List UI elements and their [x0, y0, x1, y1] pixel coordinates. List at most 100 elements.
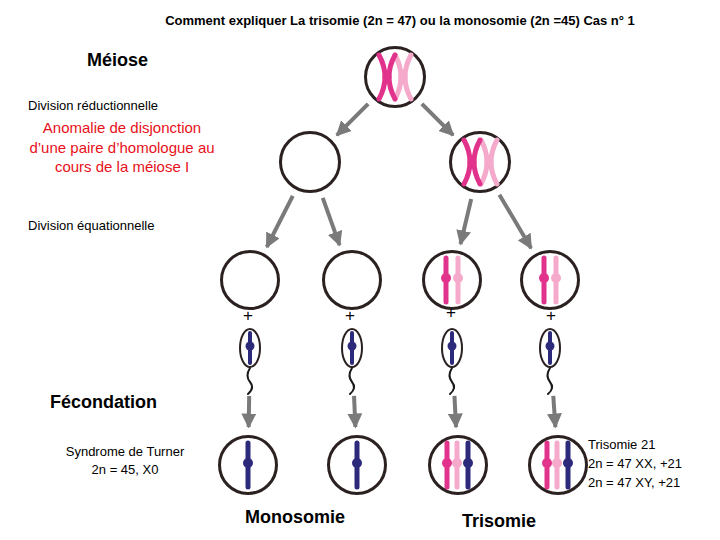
chromatid [555, 443, 560, 487]
cell-membrane [222, 252, 279, 309]
chromatid [355, 443, 360, 487]
chromatid [548, 333, 552, 363]
arrow-connector [337, 104, 368, 135]
arrow-connector [354, 396, 355, 427]
sperm-cell [441, 328, 463, 368]
centromere [348, 342, 357, 351]
cell-outline [218, 435, 278, 495]
chromatid [554, 258, 559, 302]
arrow-connector [267, 196, 293, 247]
parent-cell [364, 46, 426, 108]
gamete-cell [422, 250, 482, 310]
plus-sign: + [345, 305, 355, 326]
plus-sign: + [243, 305, 253, 326]
chromatid [481, 140, 487, 184]
cell-outline [449, 131, 511, 193]
plus-sign: + [546, 305, 556, 326]
centromere [552, 458, 562, 468]
cell-membrane [530, 437, 587, 494]
arrow-connector [323, 198, 340, 245]
chromatid [455, 443, 460, 487]
cell-outline [279, 131, 341, 193]
cell-membrane [324, 252, 381, 309]
chromatid [450, 333, 454, 363]
chromatid [466, 443, 471, 487]
arrow-connector [461, 199, 472, 244]
centromere [383, 73, 392, 82]
centromere [399, 73, 408, 82]
syndrome-note: Trisomie 21 [588, 437, 655, 453]
chromosome-group [248, 55, 568, 487]
cell-membrane [366, 48, 425, 107]
cell-outline [327, 435, 387, 495]
centromere [563, 458, 573, 468]
centromere [243, 458, 253, 468]
sperm-cell [239, 328, 261, 368]
chromatid [491, 140, 497, 184]
syndrome-note: 2n = 47 XY, +21 [588, 475, 680, 491]
chromatid [379, 55, 385, 99]
centromere [448, 342, 457, 351]
gamete-cell [322, 250, 382, 310]
arrow-connector [499, 195, 531, 248]
gamete-cell [220, 250, 280, 310]
cell-membrane [424, 252, 481, 309]
gamete-cell [520, 250, 580, 310]
syndrome-note: 2n = 47 XX, +21 [588, 456, 682, 472]
centromere [546, 342, 555, 351]
sperm-tail-group [248, 368, 553, 394]
step-label: Division réductionnelle [28, 98, 158, 114]
cell-membrane [540, 329, 560, 367]
sperm-tail [450, 368, 455, 394]
plus-sign: + [446, 302, 456, 323]
zygote-cell [218, 435, 278, 495]
cell-outline [428, 435, 488, 495]
chromatid [246, 443, 251, 487]
sperm-tail [548, 368, 553, 394]
chromatid [389, 55, 395, 99]
step-label: Division équationnelle [28, 218, 154, 234]
centromere [463, 458, 473, 468]
chromatid [445, 443, 450, 487]
centromere-group [243, 73, 573, 469]
cell-membrane [329, 437, 386, 494]
arrow-connector [247, 396, 252, 427]
chromatid [566, 443, 571, 487]
centromere [468, 158, 477, 167]
result-label: Monosomie [245, 506, 345, 529]
sperm-tail [350, 368, 355, 394]
meiosis-one-cell [449, 131, 511, 193]
diagram-title: Comment expliquer La trisomie (2n = 47) … [100, 13, 700, 28]
centromere [441, 273, 451, 283]
chromatid [456, 258, 461, 302]
section-heading: Fécondation [50, 391, 157, 414]
result-label: Trisomie [462, 510, 536, 533]
cell-outline [528, 435, 588, 495]
cell-outline [341, 328, 363, 368]
centromere [452, 458, 462, 468]
zygote-cell [428, 435, 488, 495]
sperm-cell [341, 328, 363, 368]
chromatid [464, 140, 470, 184]
cell-outline [239, 328, 261, 368]
chromatid [248, 333, 252, 363]
cell-outline [441, 328, 463, 368]
arrow-connector [422, 104, 453, 135]
arrow-connector [454, 396, 456, 427]
cell-outline [322, 250, 382, 310]
cell-membrane [451, 133, 510, 192]
sperm-tail [248, 368, 253, 394]
anomaly-note: Anomalie de disjonction d’une paire d’ho… [27, 118, 217, 177]
centromere [246, 342, 255, 351]
cell-outline [220, 250, 280, 310]
chromatid [474, 140, 480, 184]
cell-membrane [240, 329, 260, 367]
meiosis-one-cell [279, 131, 341, 193]
centromere [442, 458, 452, 468]
chromatid [395, 55, 401, 99]
cell-membrane [342, 329, 362, 367]
chromatid [545, 443, 550, 487]
centromere [542, 458, 552, 468]
